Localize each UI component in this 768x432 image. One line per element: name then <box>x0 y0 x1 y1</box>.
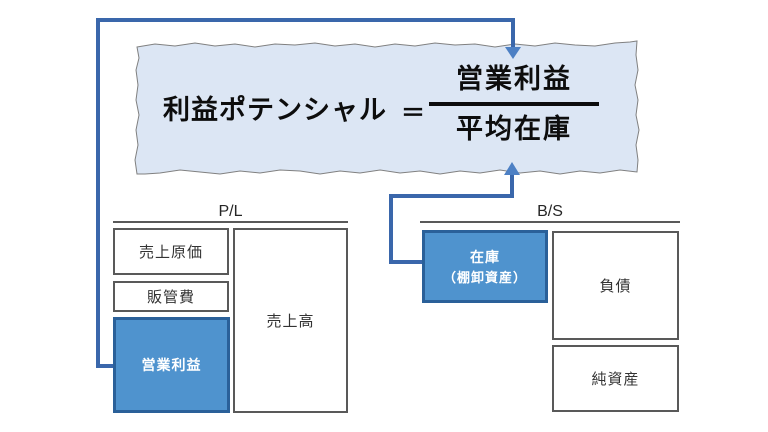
box-cost-of-sales: 売上原価 <box>113 228 229 275</box>
arrow-up-icon <box>504 162 520 175</box>
formula-numerator: 営業利益 <box>456 64 572 94</box>
box-net-assets: 純資産 <box>552 345 679 412</box>
box-sales: 売上高 <box>233 228 348 413</box>
inventory-label-line2: （棚卸資産） <box>442 270 527 285</box>
box-inventory: 在庫 （棚卸資産） <box>422 230 548 303</box>
pl-underline <box>113 221 348 223</box>
inventory-label-line1: 在庫 <box>470 249 500 265</box>
torn-paper-banner <box>134 40 640 175</box>
formula-title: 利益ポテンシャル <box>163 95 387 125</box>
equals-sign: ＝ <box>401 100 425 127</box>
box-operating-profit: 営業利益 <box>113 317 230 413</box>
connector-operating-profit <box>96 18 515 368</box>
arrow-down-icon <box>505 47 521 59</box>
formula-denominator: 平均在庫 <box>456 114 572 144</box>
formula-fraction: 営業利益 平均在庫 <box>429 56 599 152</box>
bs-underline <box>420 221 680 223</box>
box-sga-expenses: 販管費 <box>113 281 229 312</box>
bs-label: B/S <box>537 203 563 220</box>
fraction-bar <box>429 102 599 106</box>
pl-label: P/L <box>218 203 243 220</box>
box-liabilities: 負債 <box>552 231 679 340</box>
connector-inventory <box>389 174 514 264</box>
